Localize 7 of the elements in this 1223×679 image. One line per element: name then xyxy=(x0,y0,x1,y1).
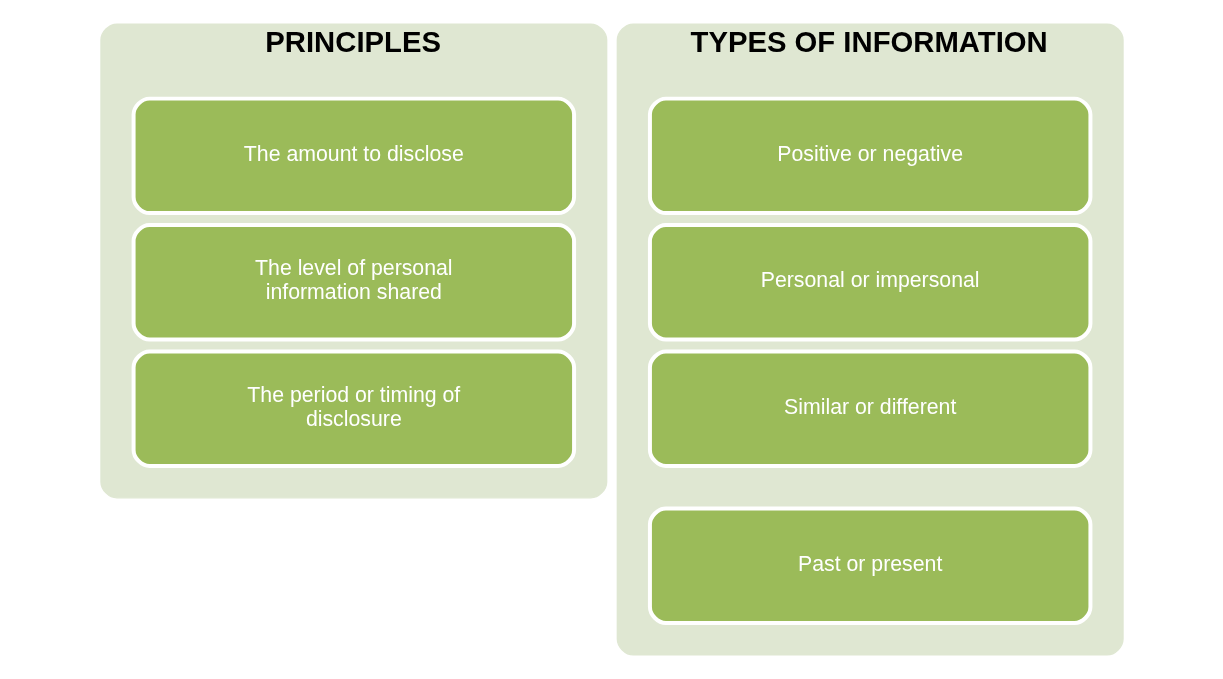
node-box: The level of personal information shared xyxy=(131,223,576,342)
node-box: The amount to disclose xyxy=(131,96,576,216)
node-box: Similar or different xyxy=(647,349,1092,468)
node-box: The period or timing of disclosure xyxy=(131,349,576,468)
node-box: Positive or negative xyxy=(647,96,1092,216)
node-box: Past or present xyxy=(647,506,1092,625)
node-box: Personal or impersonal xyxy=(647,223,1092,342)
